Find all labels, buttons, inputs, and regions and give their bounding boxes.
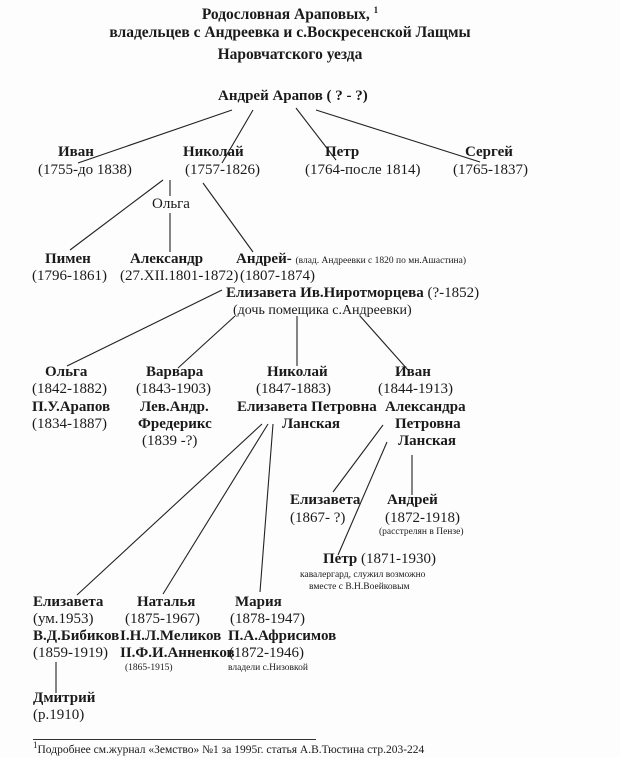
ivan2-spouse: Александра [385,399,466,415]
andrei2-note: (расстрелян в Пензе) [379,527,464,537]
edge-nikolai-elizaveta [76,423,263,596]
natalya-spouse-2-dates: (1865-1915) [125,663,173,673]
edge-ivan-petr [337,441,388,556]
petr-name: Петр [325,144,360,160]
mariya-note: владели с.Низовкой [228,663,309,673]
title-line1: Родословная Араповых, 1 [201,5,379,24]
ivan2-spouse-patronymic: Петровна [395,416,461,432]
varvara-spouse-dates: (1839 -?) [142,433,198,449]
natalya-spouse-1: I.Н.Л.Меликов [120,628,222,644]
natalya-spouse-2: II.Ф.И.Анненков [120,645,235,661]
footnote-divider [33,739,316,740]
olga-spouse-dates: (1834-1887) [32,416,107,432]
varvara-name: Варвара [146,364,204,380]
andrei2-name: Андрей [387,492,438,508]
edge-andrei-olga [66,289,223,367]
mariya-spouse-dates: (1872-1946) [229,645,304,661]
sergei-name: Сергей [465,144,513,160]
edge-andrei-ivan [359,315,409,371]
olga-name: Ольга [45,364,88,380]
root-person: Андрей Арапов ( ? - ?) [218,88,368,104]
edge-andrei-varvara [177,315,236,369]
title-line3: Наровчатского уезда [217,46,363,63]
edge-nikolai-andrei [202,182,254,253]
elizaveta-spouse-dates: (1859-1919) [33,645,108,661]
varvara-spouse: Лев.Андр. [140,399,209,415]
andrei-spouse: Елизавета Ив.Ниротморцева (?-1852) [226,285,480,301]
natalya-dates: (1875-1967) [125,611,200,627]
mariya-spouse: П.А.Африсимов [228,628,337,644]
nikolai-dates: (1757-1826) [185,162,260,178]
nikolai2-dates: (1847-1883) [256,381,331,397]
aleksandr-name: Александр [130,251,204,267]
edge-root-ivan [77,109,233,164]
elizaveta-i-dates: (1867- ?) [290,510,346,526]
pimen-name: Пимен [45,251,91,267]
dmitrii-name: Дмитрий [33,690,96,706]
title-line2: владельцев с Андреевка и с.Воскресенской… [109,24,471,41]
varvara-spouse-surname: Фредерикс [138,416,212,432]
andrei-spouse-note: (дочь помещика с.Андреевки) [233,303,412,318]
petr2-note-1: кавалергард, служил возможно [300,570,426,580]
edge-nikolai-pimen [69,179,164,251]
ivan2-name: Иван [395,364,431,380]
nikolai2-spouse-surname: Ланская [282,416,341,432]
mariya-dates: (1878-1947) [230,611,305,627]
mariya-name: Мария [235,594,282,610]
edge-ivan-elizaveta [332,424,384,493]
sergei-dates: (1765-1837) [453,162,528,178]
andrei-name: Андрей- (влад. Андреевки с 1820 по мн.Аш… [236,251,466,267]
natalya-name: Наталья [137,594,196,610]
andrei-dates: (1807-1874) [240,268,315,284]
petr2-name: Петр (1871-1930) [323,551,436,567]
olga-spouse: П.У.Арапов [32,399,111,415]
aleksandr-dates: (27.XII.1801-1872) [120,268,239,284]
edge-nikolai-mariya [259,423,274,593]
dmitrii-dates: (р.1910) [33,707,85,723]
elizaveta-name: Елизавета [33,594,104,610]
andrei2-dates: (1872-1918) [385,510,460,526]
elizaveta-dates: (ум.1953) [33,611,94,627]
petr-dates: (1764-после 1814) [305,162,421,178]
ivan-dates: (1755-до 1838) [38,162,132,178]
edge-root-sergei [315,109,481,163]
nikolai2-name: Николай [267,364,328,380]
petr2-note-2: вместе с В.Н.Воейковым [309,582,410,592]
edge-root-petr [295,107,337,161]
footnote: 1Подробнее см.журнал «Земство» №1 за 199… [33,740,425,756]
elizaveta-i-name: Елизавета [290,492,361,508]
pimen-dates: (1796-1861) [32,268,107,284]
nikolai-spouse: Ольга [152,196,190,213]
ivan2-dates: (1844-1913) [378,381,453,397]
ivan2-spouse-surname: Ланская [398,433,457,449]
nikolai2-spouse: Елизавета Петровна [237,399,377,415]
ivan-name: Иван [58,144,94,160]
nikolai-name: Николай [183,144,244,160]
olga-dates: (1842-1882) [32,381,107,397]
elizaveta-spouse: В.Д.Бибиков [33,628,120,644]
varvara-dates: (1843-1903) [136,381,211,397]
edge-nikolai-natalya [162,423,269,595]
edge-root-nikolai [221,109,254,164]
